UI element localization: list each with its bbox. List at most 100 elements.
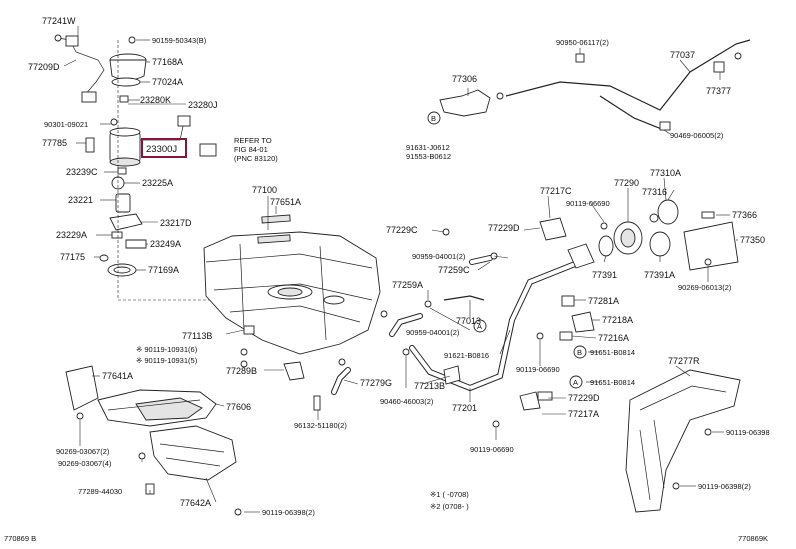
tank-rib-2	[229, 305, 361, 323]
fuel-lid-opener	[439, 39, 751, 131]
label-77175: 77175	[60, 252, 85, 262]
protector-77642a-ribs	[159, 443, 225, 467]
label-90159-50343: 90159-50343(B)	[152, 36, 207, 45]
label-91651-b0814-b: 91651-B0814	[590, 378, 635, 387]
callout-a-mid	[473, 319, 487, 333]
part-labels: 77241W 90159-50343(B) 77209D 77168A 7702…	[4, 16, 770, 543]
bracket-77216a	[559, 331, 573, 341]
bolt-90119-06398-r1	[704, 428, 712, 436]
protector-77277r-rib1	[639, 385, 727, 411]
label-77100: 77100	[252, 185, 277, 195]
label-77259a: 77259A	[392, 280, 423, 290]
tank-rib-v2	[319, 245, 327, 341]
clip-23229a	[111, 231, 123, 239]
callouts: B A B A	[427, 111, 587, 389]
clamp-a	[380, 310, 388, 318]
opener-cable	[505, 39, 751, 111]
label-91621-b0816: 91621-B0816	[444, 351, 489, 360]
label-90119-06398-r2: 90119-06398(2)	[698, 482, 751, 491]
label-77377: 77377	[706, 86, 731, 96]
cable-clamp-90469	[659, 121, 671, 131]
fuel-pump-motor	[115, 193, 131, 213]
label-77217a: 77217A	[568, 409, 599, 419]
leader-lines	[63, 26, 738, 513]
label-77218a: 77218A	[602, 315, 633, 325]
fuel-tank	[203, 214, 381, 411]
clamp-77213b	[443, 365, 461, 385]
label-77229d-top: 77229D	[488, 223, 520, 233]
protector-77606-pad	[135, 397, 203, 421]
fuel-pump-body	[109, 131, 141, 163]
label-23225a: 23225A	[142, 178, 173, 188]
filler-neck	[567, 243, 595, 269]
bolt-90119-06690-mid	[536, 332, 544, 340]
label-90959-04001-a: 90959-04001(2)	[412, 252, 466, 261]
label-90469-06005: 90469-06005(2)	[670, 131, 724, 140]
label-77316: 77316	[642, 187, 667, 197]
label-refer-pnc: (PNC 83120)	[234, 154, 278, 163]
filler-pipe-protector	[625, 369, 741, 513]
label-90119-06398-bottom: 90119-06398(2)	[262, 508, 315, 517]
arm-base	[81, 91, 97, 103]
label-23239c: 23239C	[66, 167, 98, 177]
label-77241w: 77241W	[42, 16, 76, 26]
fuel-filter-23217d	[109, 213, 143, 231]
cable-clamp-top	[575, 53, 585, 63]
label-77310a: 77310A	[650, 168, 681, 178]
label-23280k: 23280K	[140, 95, 171, 105]
pump-ring	[111, 77, 141, 87]
label-77037: 77037	[670, 50, 695, 60]
bolt-90119-06398	[234, 508, 242, 516]
footnote-1: ※1 ( -0708)	[430, 490, 469, 499]
callout-a-mid-label: A	[477, 322, 482, 331]
protector-rib	[107, 399, 201, 411]
opener-cable-branch	[599, 95, 665, 131]
protector-77289b	[283, 361, 305, 381]
label-91631-j0612: 91631-J0612	[406, 143, 450, 152]
bolt-90119-06690-bottom	[492, 420, 500, 428]
label-23221: 23221	[68, 195, 93, 205]
callout-b-top	[427, 111, 441, 125]
arm-clip	[65, 35, 79, 47]
fuel-suction-filter	[125, 239, 147, 249]
label-77290: 77290	[614, 178, 639, 188]
label-77229d-bottom: 77229D	[568, 393, 600, 403]
pump-bushing	[119, 95, 129, 103]
protector-77277r-rib3	[653, 419, 665, 489]
pump-connector	[177, 115, 191, 127]
label-77213b: 77213B	[414, 381, 445, 391]
bolt-small	[128, 36, 136, 44]
label-90269-03067-4: 90269-03067(4)	[58, 459, 112, 468]
footnote-2: ※2 (0708- )	[430, 502, 469, 511]
label-77281a: 77281A	[588, 296, 619, 306]
tank-band-bracket	[243, 325, 255, 335]
label-77391: 77391	[592, 270, 617, 280]
diagram-code-left: 770869 B	[4, 534, 36, 543]
tank-rib-1	[213, 283, 373, 301]
label-77277r: 77277R	[668, 356, 700, 366]
label-90119-06690-top: 90119-06690	[566, 199, 610, 208]
clip-90460	[402, 348, 410, 356]
label-77169a: 77169A	[148, 265, 179, 275]
label-90460-46003: 90460-46003(2)	[380, 397, 434, 406]
label-note-90119-10931-6: ※ 90119-10931(6)	[136, 345, 198, 354]
fuel-pump-top	[109, 127, 141, 137]
label-77350: 77350	[740, 235, 765, 245]
hose-clamp	[338, 358, 346, 366]
clip-77229d	[537, 391, 553, 401]
callout-b-mid-label: B	[577, 348, 582, 357]
tank-insulator-pad-2	[257, 234, 291, 244]
label-77651a: 77651A	[270, 197, 301, 207]
label-refer-fig: FIG 84-01	[234, 145, 268, 154]
label-91553-b0612: 91553-B0612	[406, 152, 451, 161]
label-note-90119-10931-5: ※ 90119-10931(5)	[136, 356, 198, 365]
gasket-77391a	[649, 231, 671, 257]
gasket-ring-inner	[113, 266, 131, 274]
clamp-b	[490, 252, 498, 260]
bolt-90119-06690-top	[600, 222, 608, 230]
label-77259c: 77259C	[438, 265, 470, 275]
refer-connector	[199, 143, 217, 157]
bolt-90269-a	[76, 412, 84, 420]
bolt-90119-10931-b	[240, 360, 248, 368]
